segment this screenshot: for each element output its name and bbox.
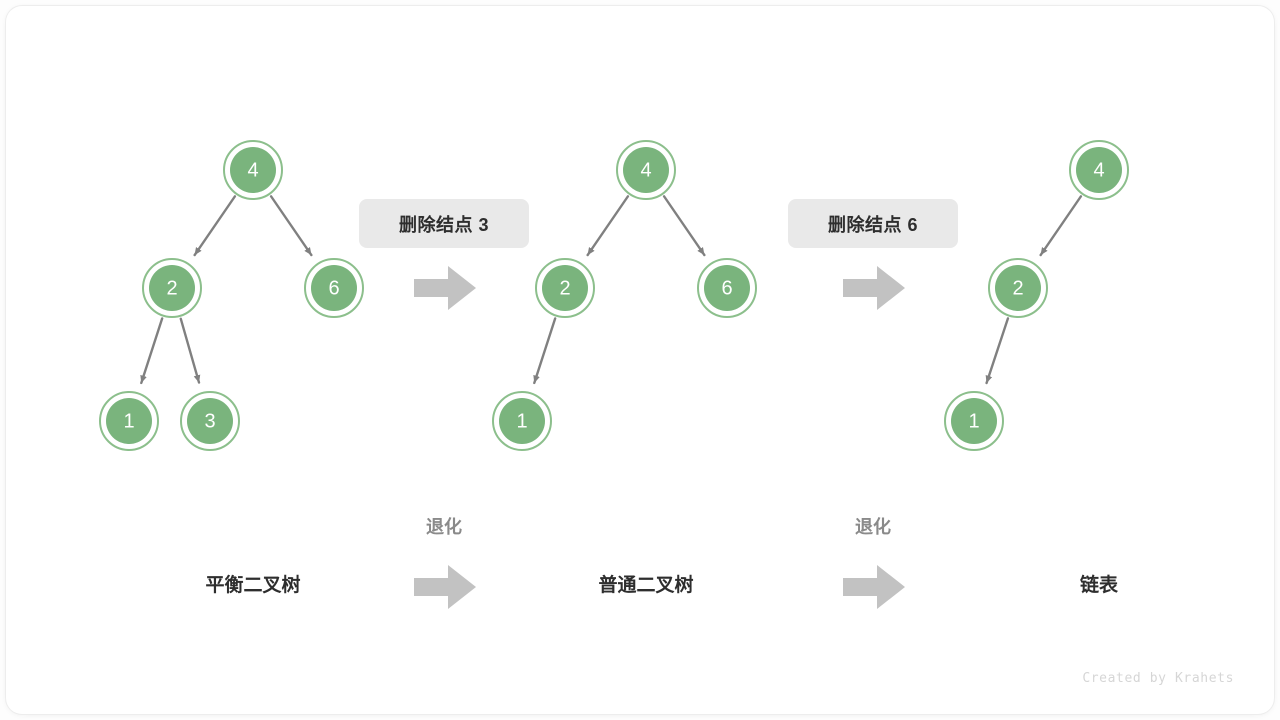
- arrow-shape: [414, 565, 476, 609]
- transition-arrow-bottom-1: [414, 563, 476, 611]
- node-value: 3: [204, 411, 215, 433]
- node-disc: [623, 147, 669, 193]
- tree-node: 4: [1069, 140, 1129, 200]
- node-disc: [311, 265, 357, 311]
- arrow-shape: [843, 565, 905, 609]
- node-disc: [704, 265, 750, 311]
- node-ring: [697, 258, 757, 318]
- tree-edges: [140, 195, 1083, 385]
- tree-edge: [140, 317, 164, 385]
- node-value: 1: [968, 411, 979, 433]
- tree-nodes: 4 2 6 1 3 4 2 6 1 4 2 1: [99, 140, 1129, 451]
- transition-arrow-bottom-2: [843, 563, 905, 611]
- node-disc: [542, 265, 588, 311]
- tree-edge: [533, 317, 557, 385]
- tree-node: 4: [223, 140, 283, 200]
- arrow-shape: [843, 266, 905, 310]
- node-ring: [142, 258, 202, 318]
- node-value: 4: [247, 160, 258, 182]
- tree-node: 4: [616, 140, 676, 200]
- node-value: 4: [640, 160, 651, 182]
- tree-node: 3: [180, 391, 240, 451]
- node-ring: [223, 140, 283, 200]
- tree-node: 1: [492, 391, 552, 451]
- tree-node: 6: [697, 258, 757, 318]
- node-ring: [492, 391, 552, 451]
- tree-edge: [269, 195, 313, 257]
- transition-arrow-top-1: [414, 264, 476, 312]
- tree-edge: [662, 195, 706, 257]
- node-ring: [535, 258, 595, 318]
- arrow-shape: [414, 266, 476, 310]
- tree-edge: [586, 195, 630, 257]
- node-value: 2: [166, 278, 177, 300]
- node-ring: [304, 258, 364, 318]
- tree-node: 6: [304, 258, 364, 318]
- tree-node: 1: [944, 391, 1004, 451]
- tree-node: 2: [142, 258, 202, 318]
- node-disc: [995, 265, 1041, 311]
- node-value: 6: [721, 278, 732, 300]
- delete-node-6-chip: 删除结点 6: [788, 199, 958, 248]
- node-value: 4: [1093, 160, 1104, 182]
- node-ring: [99, 391, 159, 451]
- figure-card: 4 2 6 1 3 4 2 6 1 4 2 1 删除结点 3 删除结点 6 退化 退化 平衡二叉树 普…: [6, 6, 1274, 714]
- node-disc: [106, 398, 152, 444]
- delete-node-3-chip: 删除结点 3: [359, 199, 529, 248]
- caption-linked-list: 链表: [1079, 575, 1119, 596]
- caption-balanced-binary-tree: 平衡二叉树: [205, 575, 301, 596]
- watermark-text: Created by Krahets: [1082, 671, 1234, 686]
- node-ring: [180, 391, 240, 451]
- tree-node: 2: [988, 258, 1048, 318]
- degenerate-label-2: 退化: [855, 517, 891, 537]
- tree-edge: [1039, 195, 1083, 257]
- tree-diagram-svg: 4 2 6 1 3 4 2 6 1 4 2 1: [99, 140, 1129, 451]
- tree-edge: [985, 317, 1010, 385]
- tree-node: 2: [535, 258, 595, 318]
- caption-ordinary-binary-tree: 普通二叉树: [598, 575, 694, 596]
- node-value: 2: [559, 278, 570, 300]
- node-disc: [951, 398, 997, 444]
- node-disc: [1076, 147, 1122, 193]
- node-disc: [499, 398, 545, 444]
- node-disc: [149, 265, 195, 311]
- node-value: 1: [516, 411, 527, 433]
- transition-arrow-top-2: [843, 264, 905, 312]
- tree-edge: [193, 195, 237, 257]
- node-ring: [1069, 140, 1129, 200]
- tree-edge: [179, 317, 201, 384]
- degenerate-label-1: 退化: [426, 517, 462, 537]
- node-ring: [616, 140, 676, 200]
- node-disc: [230, 147, 276, 193]
- node-disc: [187, 398, 233, 444]
- node-value: 6: [328, 278, 339, 300]
- tree-node: 1: [99, 391, 159, 451]
- node-ring: [944, 391, 1004, 451]
- node-value: 2: [1012, 278, 1023, 300]
- node-ring: [988, 258, 1048, 318]
- node-value: 1: [123, 411, 134, 433]
